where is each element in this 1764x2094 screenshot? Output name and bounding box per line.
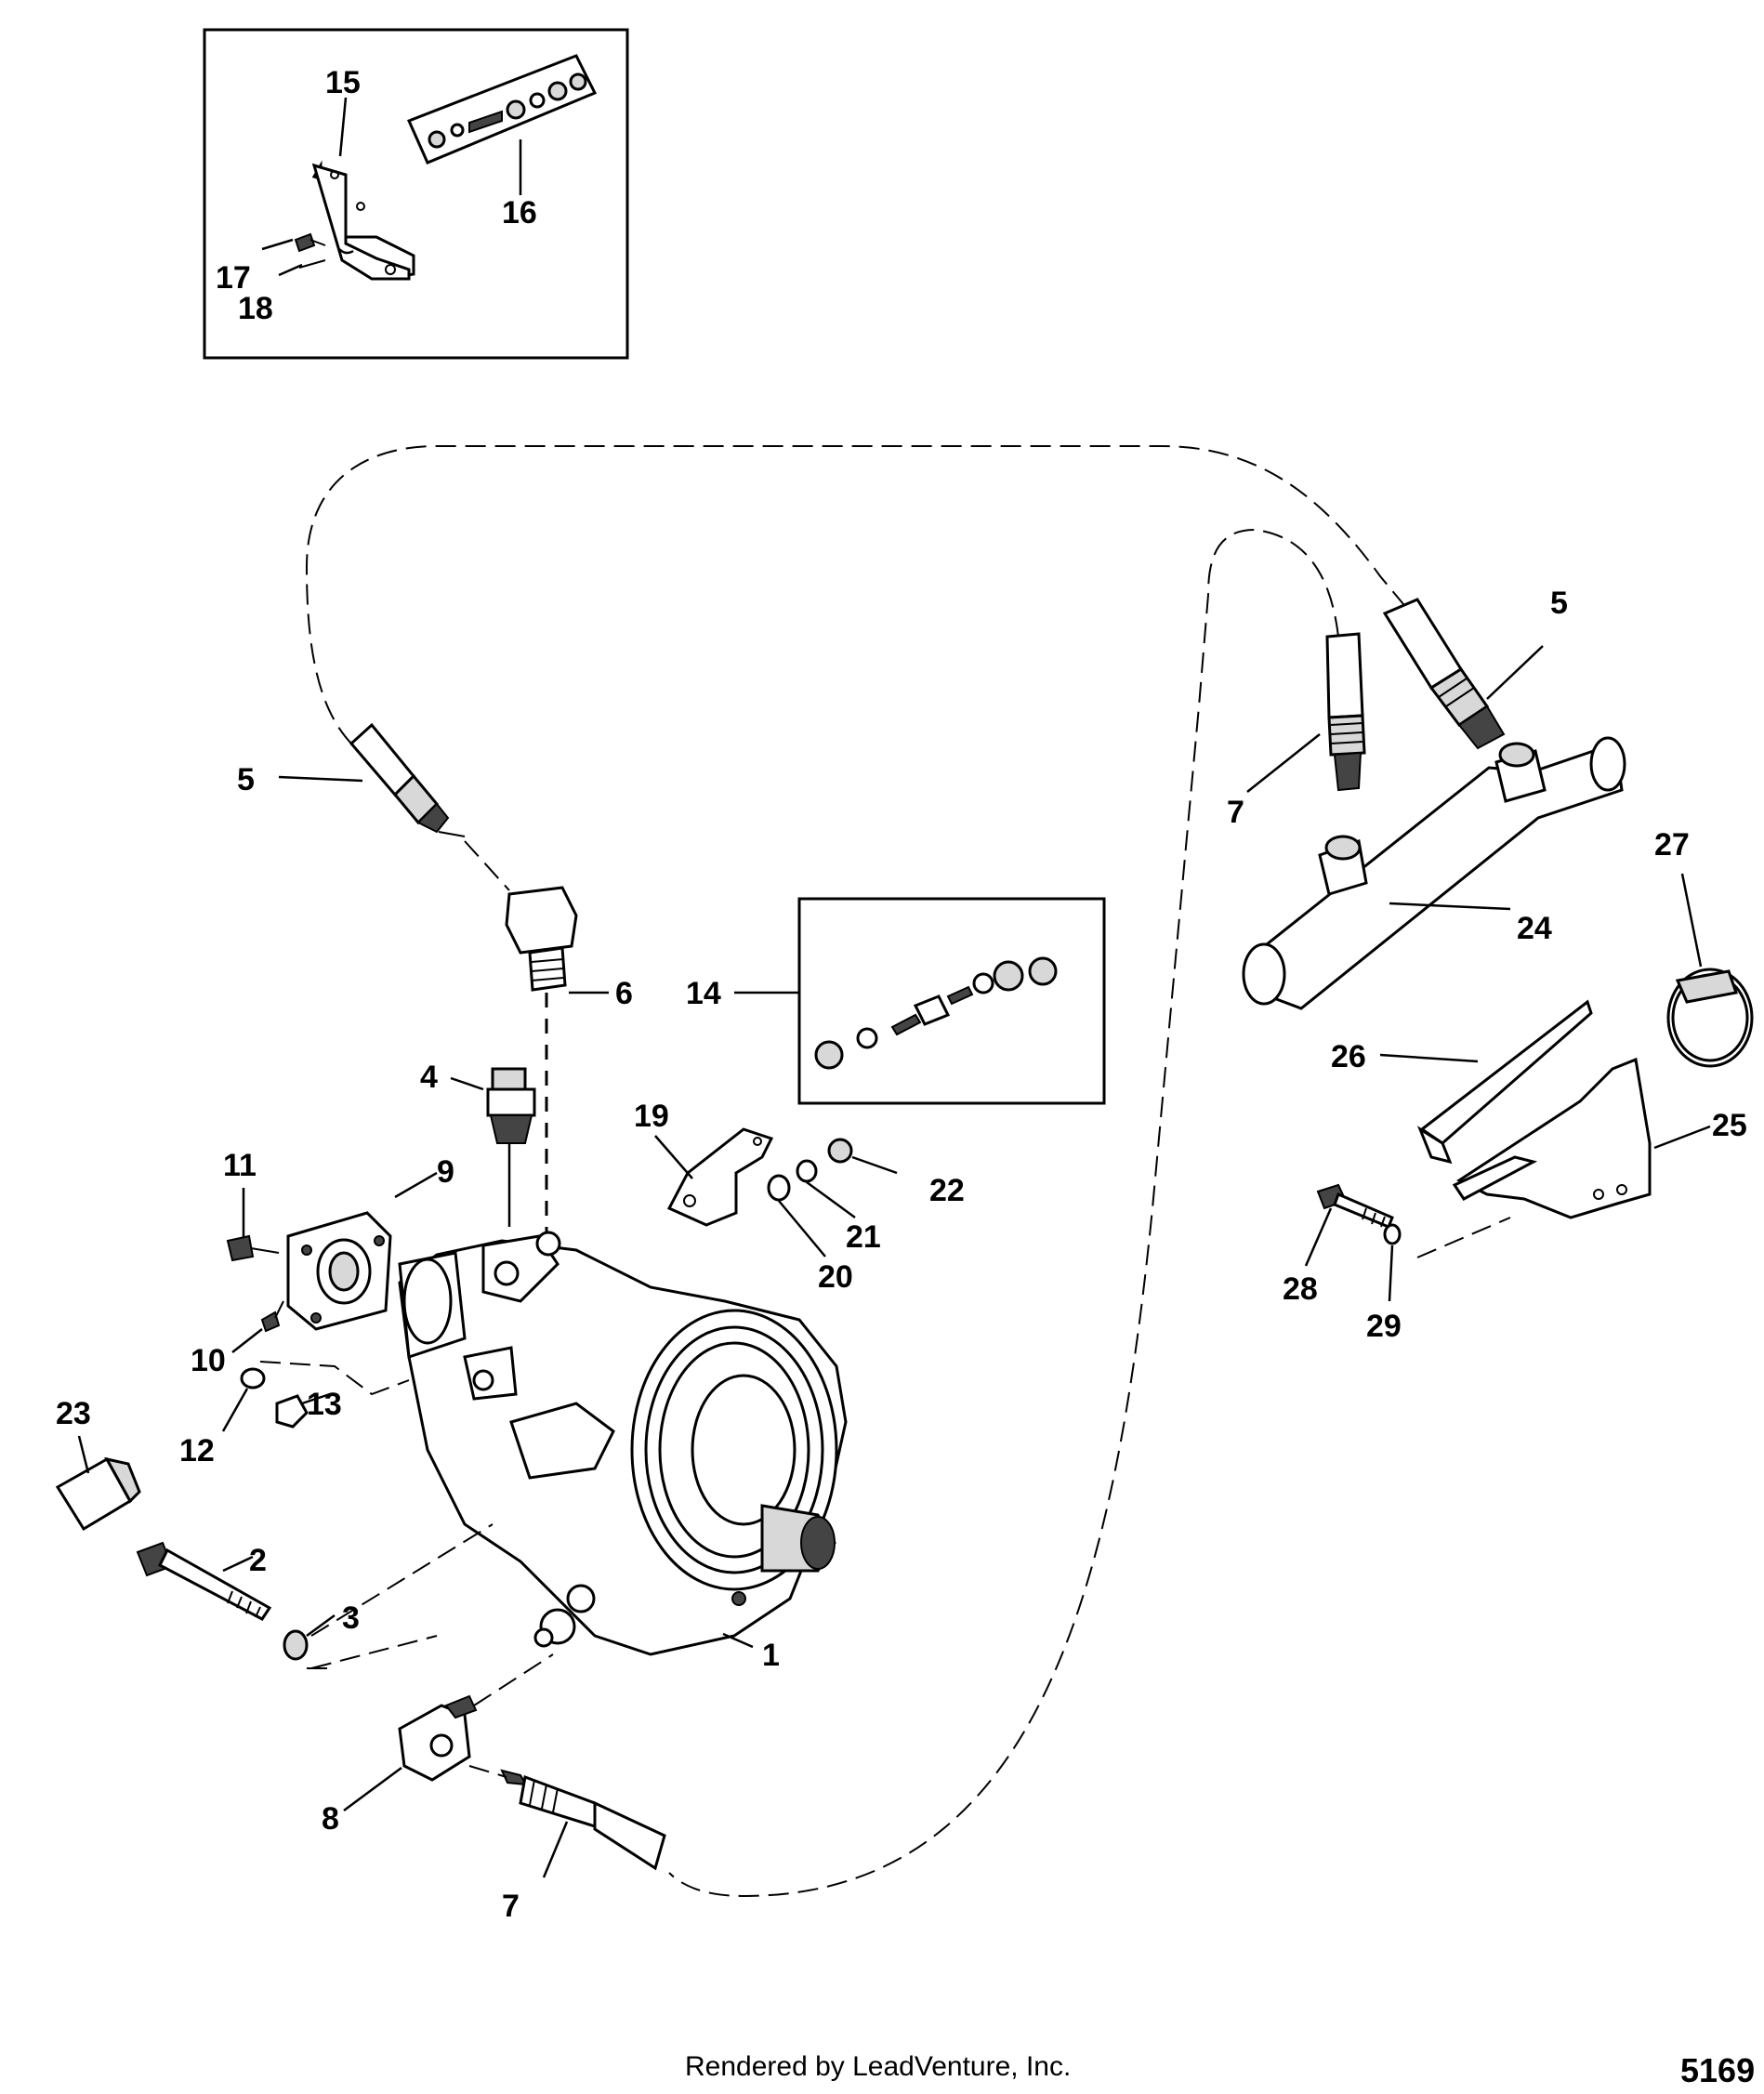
screw-28-washer-29 [1304, 1183, 1402, 1302]
callout-4: 4 [420, 1060, 438, 1095]
callout-7-right: 7 [1227, 795, 1244, 830]
callout-10: 10 [191, 1343, 226, 1378]
bolt-2-washer-3 [136, 1523, 494, 1669]
diagram-code: 5169 [1680, 2051, 1756, 2089]
hose-paths [305, 445, 1404, 1898]
callout-20: 20 [818, 1259, 853, 1295]
callout-24: 24 [1517, 911, 1552, 946]
adapter-8-fitting-7 [343, 1653, 666, 1878]
heat-shield-25-26 [1379, 999, 1711, 1258]
callout-29: 29 [1366, 1309, 1402, 1344]
callout-15: 15 [325, 65, 361, 100]
callout-27: 27 [1654, 827, 1690, 863]
callout-25: 25 [1712, 1108, 1747, 1143]
inset-bracket-kit [203, 28, 629, 360]
callout-5-left: 5 [237, 762, 255, 797]
bracket-19-hardware [654, 1127, 898, 1258]
pressure-switch-4 [450, 1067, 536, 1227]
callout-11: 11 [223, 1148, 257, 1183]
callout-8: 8 [322, 1801, 339, 1837]
callout-21: 21 [846, 1219, 881, 1255]
elbow-fitting-6 [464, 840, 609, 1236]
callout-14: 14 [686, 976, 721, 1011]
callout-28: 28 [1283, 1271, 1318, 1307]
callout-1: 1 [762, 1638, 780, 1673]
hose-fitting-5-left [278, 722, 466, 837]
fastener-kit-14 [734, 897, 1106, 1105]
callout-3: 3 [342, 1600, 360, 1636]
callout-22: 22 [929, 1173, 965, 1208]
callout-2: 2 [249, 1543, 267, 1578]
mounting-hardware [221, 1188, 410, 1432]
callout-7-bottom: 7 [502, 1889, 520, 1924]
callout-17: 17 [216, 260, 251, 296]
callout-18: 18 [238, 291, 273, 326]
callout-13: 13 [307, 1387, 342, 1422]
callout-26: 26 [1331, 1039, 1366, 1074]
callout-9: 9 [437, 1154, 454, 1190]
callout-6: 6 [615, 976, 633, 1011]
callout-12: 12 [179, 1433, 215, 1468]
callout-5-right: 5 [1550, 586, 1568, 621]
transmission-assembly-1 [286, 1171, 848, 1656]
hose-clamp-27 [1666, 873, 1754, 1068]
callout-23: 23 [56, 1396, 91, 1431]
plug-23 [55, 1435, 141, 1532]
rendered-by-credit: Rendered by LeadVenture, Inc. [685, 2051, 1072, 2082]
callout-16: 16 [502, 195, 537, 230]
callout-labels: 15 16 17 18 5 5 7 27 24 6 14 4 26 19 22 … [56, 65, 1747, 1924]
callout-19: 19 [634, 1099, 669, 1134]
hose-fittings-right [1246, 598, 1544, 793]
heat-exchanger-24 [1242, 736, 1626, 1010]
